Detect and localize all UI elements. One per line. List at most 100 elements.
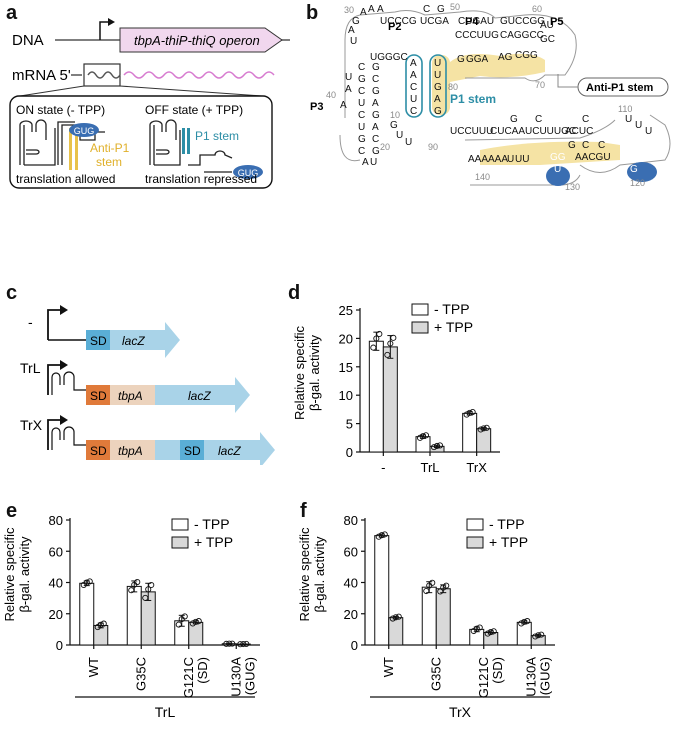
replicate-point [86, 578, 93, 585]
replicate-point [243, 640, 250, 647]
svg-text:G: G [372, 146, 380, 157]
legend-swatch-plus [411, 321, 429, 334]
replicate-point [83, 579, 90, 586]
svg-text:UCGA: UCGA [420, 16, 449, 27]
svg-text:A: A [360, 7, 367, 18]
label-p3: P3 [310, 101, 323, 113]
svg-text:UCCUUU: UCCUUU [450, 126, 493, 137]
svg-text:UGGGC: UGGGC [370, 52, 408, 63]
replicate-point [473, 625, 480, 632]
y-tick-label: 25 [339, 303, 353, 318]
x-tick-label: G121C [476, 657, 491, 698]
svg-text:CCCUUG: CCCUUG [455, 30, 499, 41]
panel-c-constructs: - SD lacZ TrL SD tbpA lacZ TrX SD tbpA S… [20, 305, 275, 465]
p1-label: P1 stem [195, 129, 239, 143]
off-state-label: OFF state (+ TPP) [145, 103, 243, 117]
bar-minus-tpp [462, 412, 478, 453]
replicate-point [535, 632, 542, 639]
replicate-point [466, 409, 473, 416]
anti-p1-label-line1: Anti-P1 [90, 141, 130, 155]
svg-text:U: U [434, 70, 441, 81]
y-tick-label: 60 [49, 544, 63, 559]
sd-sequence [627, 162, 657, 182]
bar-plus-tpp [435, 588, 451, 646]
replicate-point [518, 620, 525, 627]
y-axis-label-line1: Relative specific [2, 527, 17, 621]
y-tick-label: 80 [344, 513, 358, 528]
replicate-point [521, 618, 528, 625]
svg-text:CAGGCC: CAGGCC [500, 30, 544, 41]
replicate-point [381, 531, 388, 538]
replicate-point [395, 613, 402, 620]
replicate-point [524, 618, 531, 625]
svg-text:U: U [345, 72, 352, 83]
svg-text:AAAAAA: AAAAAA [468, 154, 508, 165]
replicate-point [384, 351, 391, 358]
svg-text:GC: GC [540, 34, 555, 45]
seq-num-50: 50 [450, 2, 460, 12]
replicate-point [195, 618, 202, 625]
svg-text:C: C [423, 4, 430, 15]
label-anti-p1-stem: Anti-P1 stem [586, 82, 653, 94]
svg-text:GAG: GAG [630, 152, 652, 163]
y-tick-label: 20 [49, 607, 63, 622]
bar-plus-tpp [476, 428, 492, 453]
svg-text:A: A [372, 122, 379, 133]
svg-text:C: C [410, 106, 417, 117]
replicate-point [223, 640, 230, 647]
gug-label-on: GUG [74, 126, 95, 136]
replicate-point [389, 615, 396, 622]
replicate-point [469, 408, 476, 416]
replicate-point [237, 641, 244, 648]
sd-label-row1: SD [90, 334, 107, 348]
replicate-point [370, 344, 377, 351]
replicate-point [181, 613, 188, 620]
construct-label-none: - [28, 314, 33, 330]
replicate-point [226, 640, 233, 647]
replicate-point [375, 533, 382, 540]
svg-text:C: C [358, 62, 365, 73]
y-axis-label-line2: β-gal. activity [312, 536, 327, 613]
y-tick-label: 0 [346, 445, 353, 460]
replicate-point [423, 587, 430, 595]
replicate-point [392, 614, 399, 621]
legend-label-minus: - TPP [489, 516, 525, 532]
off-state-structure [149, 119, 233, 173]
svg-text:A: A [372, 98, 379, 109]
legend-swatch-minus [171, 518, 189, 531]
replicate-point [483, 424, 490, 431]
svg-text:A: A [434, 94, 441, 105]
svg-text:C: C [582, 140, 589, 151]
svg-text:G: G [630, 164, 638, 175]
svg-text:AU: AU [540, 20, 554, 31]
y-tick-label: 80 [49, 513, 63, 528]
svg-text:C: C [372, 134, 379, 145]
legend-label-plus: + TPP [434, 319, 473, 335]
x-tick-label: G35C [133, 657, 148, 691]
seq-num-70: 70 [535, 80, 545, 90]
seq-num-110: 110 [618, 104, 632, 114]
svg-text:U: U [554, 164, 561, 175]
seq-num-130: 130 [565, 182, 580, 192]
panel-letter-e: e [6, 500, 18, 522]
replicate-point [430, 444, 438, 451]
svg-text:G: G [434, 106, 442, 117]
legend-label-minus: - TPP [434, 301, 470, 317]
panel-letter-c: c [6, 282, 18, 304]
bar-minus-tpp [374, 535, 390, 646]
x-tick-label: WT [86, 657, 101, 677]
label-p2: P2 [388, 21, 401, 33]
svg-text:G: G [358, 74, 366, 85]
gug-label-off: GUG [238, 168, 259, 178]
svg-text:U: U [645, 126, 652, 137]
svg-text:U: U [350, 36, 357, 47]
replicate-point [443, 582, 450, 589]
x-tick-label-sub: (GUG) [537, 657, 552, 695]
svg-text:U: U [358, 98, 365, 109]
translation-repressed: translation repressed [145, 172, 257, 186]
svg-text:C: C [372, 74, 379, 85]
seq-num-140: 140 [475, 172, 490, 182]
